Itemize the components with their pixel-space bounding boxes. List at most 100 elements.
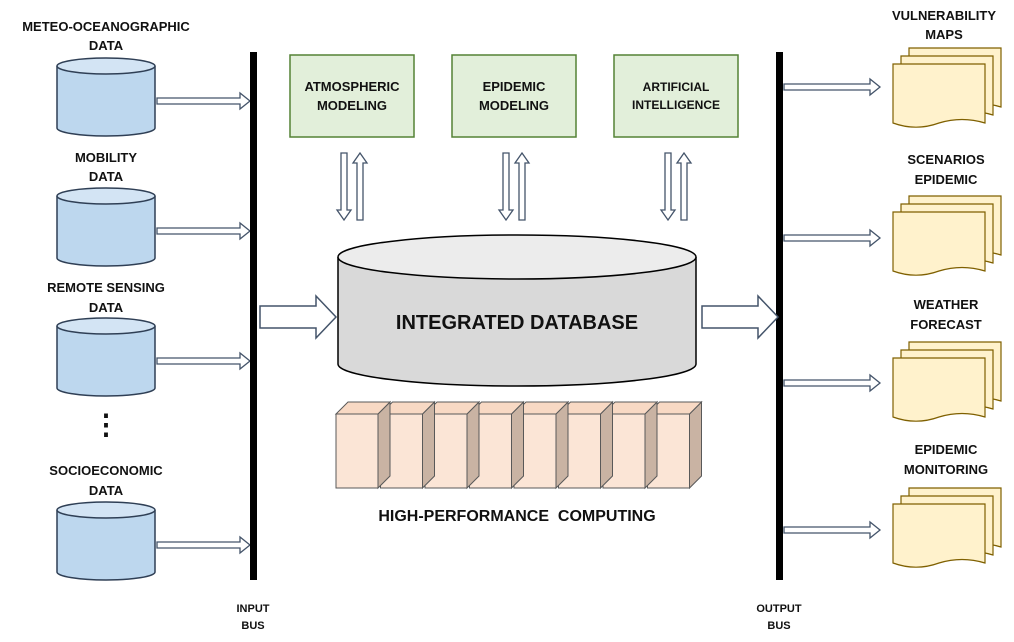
bus-to-database-arrow	[259, 294, 338, 340]
output-label-vulnerability: VULNERABILITY MAPS	[892, 8, 996, 42]
source-label-line: MOBILITY	[75, 150, 137, 165]
database-to-model-arrow	[351, 151, 369, 221]
database-icon	[56, 501, 156, 581]
model-label-line: ARTIFICIAL	[643, 80, 710, 94]
model-box-rect	[613, 54, 739, 138]
database-icon	[56, 187, 156, 267]
input-bus-label-line: BUS	[241, 620, 264, 632]
output-label-scenarios: SCENARIOS EPIDEMIC	[907, 152, 985, 187]
hpc-node-side	[422, 400, 435, 490]
source-label-line: METEO-OCEANOGRAPHIC	[22, 19, 190, 34]
source-arrows	[156, 91, 252, 555]
database-icon-top	[56, 187, 156, 205]
database-icon-top	[56, 501, 156, 519]
model-box-rect	[451, 54, 577, 138]
source-cylinders	[56, 57, 156, 581]
database-top	[337, 234, 697, 280]
output-label-line: VULNERABILITY	[892, 8, 996, 23]
output-documents	[892, 47, 1002, 568]
output-label-line: FORECAST	[910, 317, 982, 332]
input-bus-label-line: INPUT	[237, 603, 270, 615]
source-label-socioeconomic: SOCIOECONOMIC DATA	[49, 463, 163, 498]
database-icon-body	[56, 66, 156, 137]
output-bus-label-line: BUS	[767, 620, 790, 632]
output-bus-label-line: OUTPUT	[756, 603, 802, 615]
hpc-node-side	[377, 400, 391, 490]
source-label-remote-sensing: REMOTE SENSING DATA	[47, 280, 165, 315]
source-to-bus-arrow	[156, 351, 252, 371]
hpc-node-side	[644, 400, 658, 490]
hpc-node-front	[335, 413, 379, 489]
hpc-node-side	[689, 400, 702, 490]
output-label-line: EPIDEMIC	[915, 442, 978, 457]
hpc-node-side	[466, 400, 480, 490]
output-label-line: EPIDEMIC	[915, 172, 978, 187]
model-label-line: EPIDEMIC	[483, 79, 546, 94]
model-label-line: ATMOSPHERIC	[304, 79, 400, 94]
database-icon-body	[56, 326, 156, 397]
more-sources-ellipsis: ⋮	[92, 409, 120, 440]
output-bus-bar	[776, 52, 783, 580]
integrated-database: INTEGRATED DATABASE	[337, 234, 697, 387]
source-label-line: DATA	[89, 169, 124, 184]
source-label-mobility: MOBILITY DATA	[75, 150, 137, 184]
model-label-line: MODELING	[479, 98, 549, 113]
database-body	[337, 257, 697, 387]
document-stack-icon	[892, 487, 1002, 568]
output-label-line: MAPS	[925, 27, 963, 42]
document-sheet	[892, 211, 986, 276]
source-to-bus-arrow	[156, 535, 252, 555]
database-icon-top	[56, 57, 156, 75]
source-label-line: DATA	[89, 300, 124, 315]
output-label-weather: WEATHER FORECAST	[910, 297, 982, 332]
source-label-line: SOCIOECONOMIC	[49, 463, 163, 478]
output-label-line: WEATHER	[914, 297, 979, 312]
model-to-database-arrow	[497, 152, 515, 222]
hpc-node	[334, 400, 392, 490]
database-icon-top	[56, 317, 156, 335]
document-stack-icon	[892, 47, 1002, 128]
database-to-model-arrow	[675, 151, 693, 221]
model-label-line: MODELING	[317, 98, 387, 113]
model-to-database-arrow	[335, 152, 353, 222]
model-label-line: INTELLIGENCE	[632, 98, 720, 112]
source-to-bus-arrow	[156, 91, 252, 111]
source-to-bus-arrow	[156, 221, 252, 241]
model-to-database-arrow	[659, 152, 677, 222]
bus-to-output-arrow	[783, 520, 882, 540]
document-stack-icon	[892, 195, 1002, 276]
bidirectional-arrows	[335, 151, 693, 222]
model-box-ai: ARTIFICIAL INTELLIGENCE	[613, 54, 739, 138]
database-icon	[56, 57, 156, 137]
hpc-node-side	[511, 400, 524, 490]
model-box-epidemic: EPIDEMIC MODELING	[451, 54, 577, 138]
document-stack-icon	[892, 341, 1002, 422]
output-arrows	[783, 77, 882, 540]
database-to-model-arrow	[513, 151, 531, 221]
model-box-rect	[289, 54, 415, 138]
source-label-line: DATA	[89, 483, 124, 498]
database-icon-body	[56, 510, 156, 581]
document-sheet	[892, 503, 986, 568]
bus-to-output-arrow	[783, 77, 882, 97]
bus-to-output-arrow	[783, 228, 882, 248]
input-bus-bar	[250, 52, 257, 580]
output-label-line: SCENARIOS	[907, 152, 985, 167]
bus-to-output-arrow	[783, 373, 882, 393]
output-label-line: MONITORING	[904, 462, 988, 477]
database-label: INTEGRATED DATABASE	[396, 312, 638, 334]
hpc-node-side	[555, 400, 569, 490]
model-box-atmospheric: ATMOSPHERIC MODELING	[289, 54, 415, 138]
document-sheet	[892, 63, 986, 128]
database-icon	[56, 317, 156, 397]
hpc-label: HIGH-PERFORMANCE COMPUTING	[378, 508, 655, 525]
database-to-bus-arrow	[701, 294, 780, 340]
output-label-monitoring: EPIDEMIC MONITORING	[904, 442, 988, 477]
hpc-node-side	[600, 400, 613, 490]
document-sheet	[892, 357, 986, 422]
hpc-cluster	[334, 400, 703, 490]
source-label-line: DATA	[89, 38, 124, 53]
source-label-line: REMOTE SENSING	[47, 280, 165, 295]
